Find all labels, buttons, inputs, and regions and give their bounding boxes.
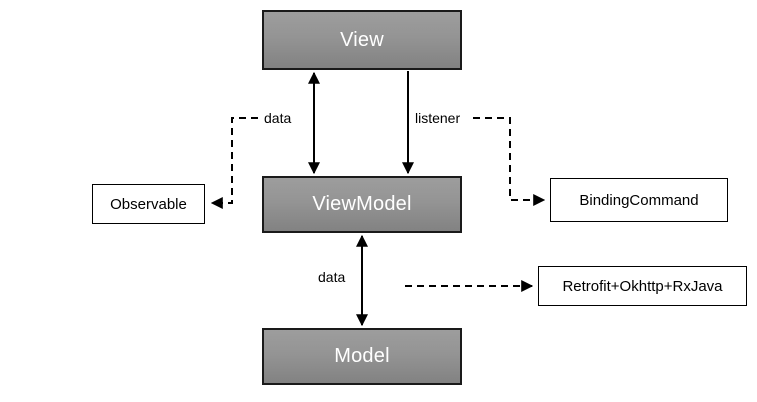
node-binding-command-label: BindingCommand: [579, 191, 699, 209]
node-view[interactable]: View: [262, 10, 462, 70]
node-model[interactable]: Model: [262, 328, 462, 385]
node-view-label: View: [340, 28, 384, 51]
node-observable-label: Observable: [110, 195, 187, 213]
node-model-label: Model: [334, 345, 390, 367]
edge-data-observable: [210, 117, 258, 209]
node-viewmodel-label: ViewModel: [312, 193, 412, 215]
edge-label-listener: listener: [415, 110, 461, 126]
node-retrofit-label: Retrofit+Okhttp+RxJava: [562, 277, 723, 295]
node-viewmodel[interactable]: ViewModel: [262, 176, 462, 233]
node-retrofit[interactable]: Retrofit+Okhttp+RxJava: [538, 266, 747, 306]
node-observable[interactable]: Observable: [92, 184, 205, 224]
edge-listener-binding-command: [473, 117, 546, 206]
edge-label-data-observable: data: [264, 110, 292, 126]
node-binding-command[interactable]: BindingCommand: [550, 178, 728, 222]
edge-label-data-model: data: [318, 269, 346, 285]
